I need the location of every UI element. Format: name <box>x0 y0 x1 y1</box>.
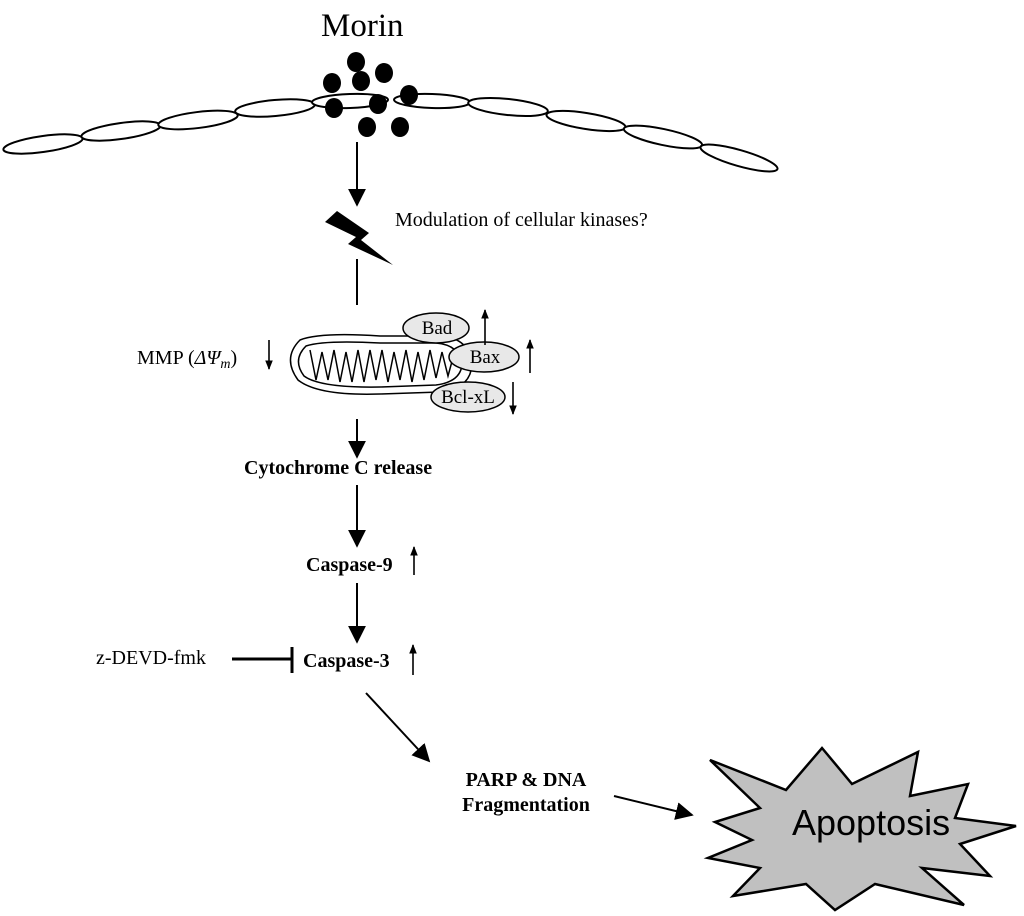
parp-label-line1: PARP & DNA <box>465 769 587 791</box>
morin-molecules <box>323 52 418 137</box>
arrow-caspase3-to-parp <box>365 692 431 763</box>
apoptosis-label: Apoptosis <box>792 802 951 843</box>
bax-label: Bax <box>469 347 501 368</box>
bad-oval <box>402 312 470 344</box>
bax-oval <box>448 341 520 373</box>
parp-label: PARP & DNA Fragmentation <box>446 768 606 818</box>
parp-label-line2: Fragmentation <box>462 794 590 816</box>
mmp-text: MMP ( <box>137 347 195 369</box>
arrow-parp-to-apoptosis <box>613 795 694 820</box>
caspase9-label: Caspase-9 <box>306 554 393 576</box>
bclxl-label: Bcl-xL <box>441 387 495 408</box>
cytochrome-label: Cytochrome C release <box>244 457 433 479</box>
inhibition-symbol <box>232 647 294 673</box>
apoptosis-starburst <box>703 746 1017 912</box>
kinase-label: Modulation of cellular kinases? <box>395 209 648 231</box>
mmp-label: MMP (ΔΨm) <box>137 348 237 372</box>
caspase3-label: Caspase-3 <box>303 650 390 672</box>
mmp-symbol: ΔΨ <box>194 347 221 369</box>
bad-label: Bad <box>421 318 453 339</box>
bclxl-oval <box>430 381 506 413</box>
mmp-close: ) <box>230 347 238 369</box>
lightning-bolt-icon <box>325 211 393 265</box>
cell-membrane <box>2 92 779 173</box>
inhibitor-label: z-DEVD-fmk <box>96 647 206 669</box>
protein-ovals <box>402 312 520 413</box>
mmp-subscript: m <box>220 357 231 372</box>
morin-title: Morin <box>321 8 404 44</box>
